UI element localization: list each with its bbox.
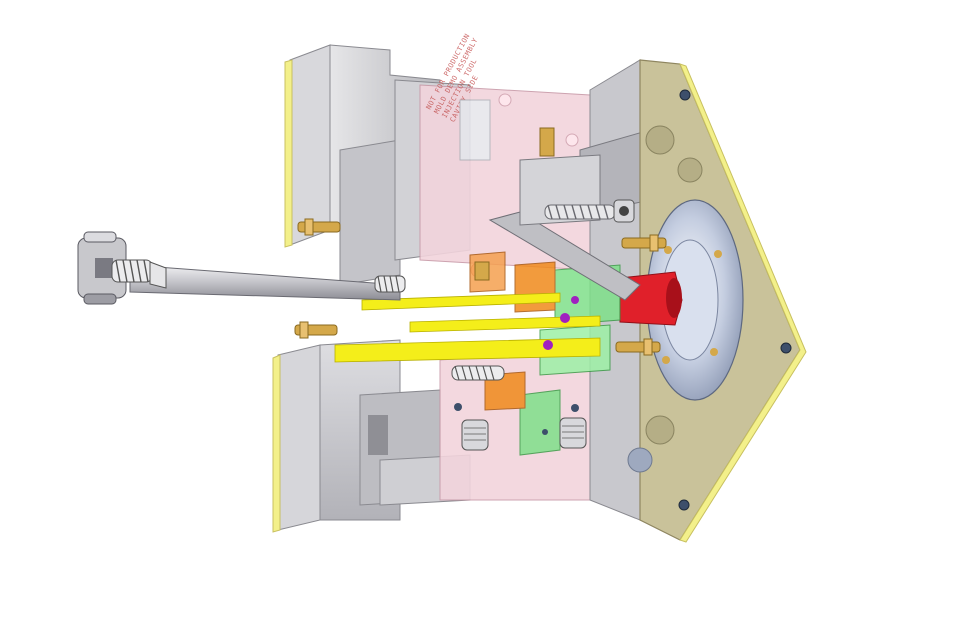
bolt-hole <box>565 133 579 147</box>
runner-system <box>334 292 601 363</box>
leader-pin <box>297 218 341 236</box>
spring-icon <box>451 365 505 381</box>
runner-lower <box>334 337 601 363</box>
spring-icon <box>374 275 406 293</box>
rod-tip <box>149 261 167 289</box>
bottom-clamp-plate <box>277 344 321 531</box>
set-screw <box>571 404 579 412</box>
plate-counterbore <box>677 157 703 183</box>
angle-lifter <box>488 211 641 301</box>
bottom-clamp-plate-edge <box>272 354 281 533</box>
runner-middle <box>409 315 601 333</box>
socket-head-screw-icon <box>559 417 587 449</box>
brass-bushing <box>474 261 490 281</box>
orange-insert-top <box>514 261 556 313</box>
slide-assembly <box>474 127 641 301</box>
spring-icon <box>544 204 616 220</box>
ring-screw <box>710 348 718 356</box>
runner-upper <box>361 292 561 311</box>
lower-hardware <box>451 365 587 451</box>
plate-bolt <box>679 89 691 101</box>
bottom-plate-stack <box>272 339 471 533</box>
top-plate-stack <box>284 44 471 286</box>
socket-head-screw-icon <box>613 199 635 223</box>
sprue-opening <box>666 278 682 318</box>
ejector-rod <box>129 264 401 301</box>
set-screw <box>454 403 462 411</box>
leader-pin-icon <box>294 218 667 356</box>
set-screw <box>542 429 548 435</box>
gate-highlight <box>560 313 570 323</box>
top-clamp-plate <box>289 44 331 246</box>
gate-highlight <box>543 340 553 350</box>
ring-screw <box>662 356 670 364</box>
gate-highlight <box>571 296 579 304</box>
ejector-plate-slot <box>368 415 388 455</box>
ejector-rod-icon <box>77 231 406 305</box>
spring-icon <box>111 259 153 283</box>
plate-counterbore <box>645 415 675 445</box>
bolt-hole <box>498 93 512 107</box>
green-bracket <box>519 389 561 456</box>
leader-pin <box>615 338 661 356</box>
brass-bushing <box>539 127 555 157</box>
ring-screw <box>714 250 722 258</box>
locating-ring-icon <box>646 199 744 401</box>
leader-pin <box>294 321 338 339</box>
socket-head-screw-icon <box>461 419 489 451</box>
plate-bolt <box>780 342 792 354</box>
clamp-plate-edge <box>679 63 807 543</box>
top-plate-side <box>339 139 401 286</box>
top-clamp-plate-edge <box>284 59 293 248</box>
leader-pin <box>621 234 667 252</box>
orange-insert-bottom <box>484 371 526 411</box>
ring-screw <box>664 246 672 254</box>
plate-counterbore <box>645 125 675 155</box>
plate-counterbore <box>627 447 653 473</box>
cavity-pocket <box>459 99 491 161</box>
plate-bolt <box>678 499 690 511</box>
